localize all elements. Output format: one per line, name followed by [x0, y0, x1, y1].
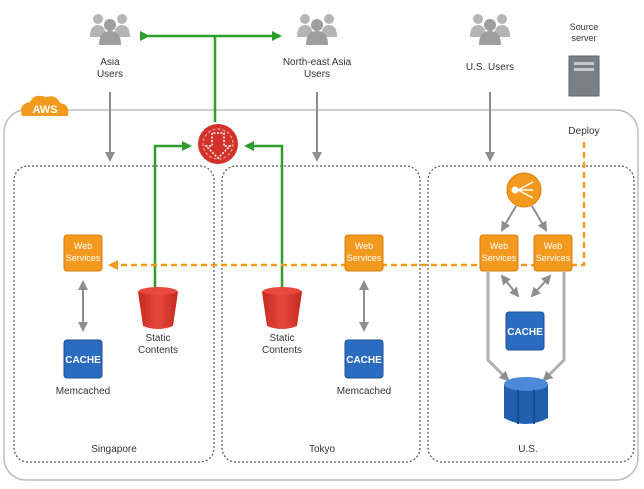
- ne-asia-users-label-line2: Users: [304, 69, 330, 80]
- load-balancer-icon: [506, 172, 542, 208]
- region-us: [427, 165, 635, 463]
- web-services-label: Web: [74, 241, 92, 251]
- web-services-label: Web: [544, 241, 562, 251]
- deploy-path: [108, 142, 586, 270]
- database-icon: [504, 377, 548, 424]
- web-services-label: Web: [355, 241, 373, 251]
- web-services-label: Services: [66, 253, 101, 263]
- cache-box: CACHE: [505, 311, 545, 351]
- source-server-label-line1: Source: [570, 22, 599, 32]
- asia-users-label-line1: Asia: [100, 57, 120, 68]
- users-icon: [90, 14, 130, 45]
- cache-box: CACHE: [344, 339, 384, 379]
- cache-label: CACHE: [65, 355, 101, 366]
- web-services-box: Web Services: [533, 234, 573, 272]
- us-db-link-left: [486, 272, 510, 382]
- region-singapore: [13, 165, 215, 463]
- s3-bucket-icon: [262, 287, 302, 329]
- s3-bucket-icon: [138, 287, 178, 329]
- us-users-label: U.S. Users: [466, 62, 514, 73]
- web-services-box: Web Services: [479, 234, 519, 272]
- region-tokyo-label: Tokyo: [309, 444, 336, 455]
- web-services-label: Services: [536, 253, 571, 263]
- region-us-label: U.S.: [518, 444, 537, 455]
- static-contents-label-line1: Static: [145, 333, 170, 344]
- singapore-static-arrow: [153, 141, 192, 290]
- memcached-label: Memcached: [56, 386, 110, 397]
- static-contents-label-line2: Contents: [138, 345, 178, 356]
- aws-badge-label: AWS: [32, 104, 57, 116]
- region-tokyo: [221, 165, 421, 463]
- lb-arrow-right: [531, 205, 548, 232]
- us-cache-link-left: [500, 274, 520, 298]
- web-services-label: Services: [482, 253, 517, 263]
- us-cache-link-right: [530, 274, 552, 298]
- region-singapore-label: Singapore: [91, 444, 137, 455]
- users-icon: [470, 14, 510, 45]
- static-contents-label-line2: Contents: [262, 345, 302, 356]
- lb-arrow-left: [500, 205, 517, 232]
- memcached-label: Memcached: [337, 386, 391, 397]
- cache-label: CACHE: [507, 327, 543, 338]
- static-contents-label-line1: Static: [269, 333, 294, 344]
- asia-users-label-line2: Users: [97, 69, 123, 80]
- cache-box: CACHE: [63, 339, 103, 379]
- users-icon: [297, 14, 337, 45]
- cache-label: CACHE: [346, 355, 382, 366]
- web-services-box: Web Services: [344, 234, 384, 272]
- tokyo-static-arrow: [244, 141, 284, 290]
- source-server-label-line2: server: [571, 33, 596, 43]
- aws-cloud-boundary: [3, 109, 639, 481]
- web-services-label: Services: [347, 253, 382, 263]
- cloudfront-icon: [198, 124, 238, 164]
- server-icon: [568, 55, 600, 97]
- us-db-link-right: [542, 272, 566, 382]
- web-services-box: Web Services: [63, 234, 103, 272]
- deploy-label: Deploy: [568, 126, 599, 137]
- web-services-label: Web: [490, 241, 508, 251]
- ne-asia-users-label-line1: North-east Asia: [283, 57, 352, 68]
- aws-badge: AWS: [21, 95, 69, 116]
